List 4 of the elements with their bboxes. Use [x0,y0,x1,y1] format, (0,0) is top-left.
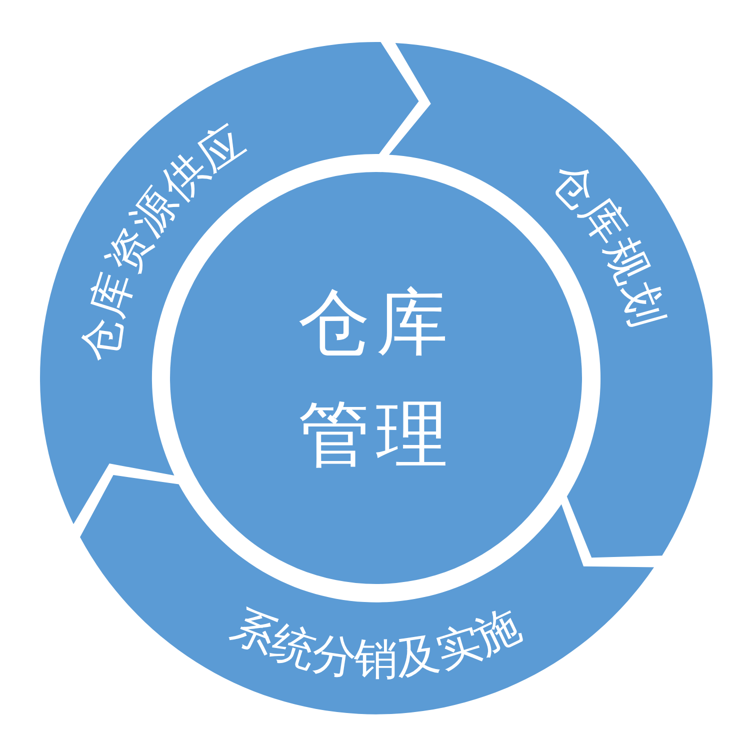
segment-label: 仓库资源供应 [74,115,254,366]
segment-label: 仓库规划 [540,150,673,332]
segment-label: 系统分销及实施 [224,599,528,685]
center-title: 仓库管理 [297,279,455,478]
